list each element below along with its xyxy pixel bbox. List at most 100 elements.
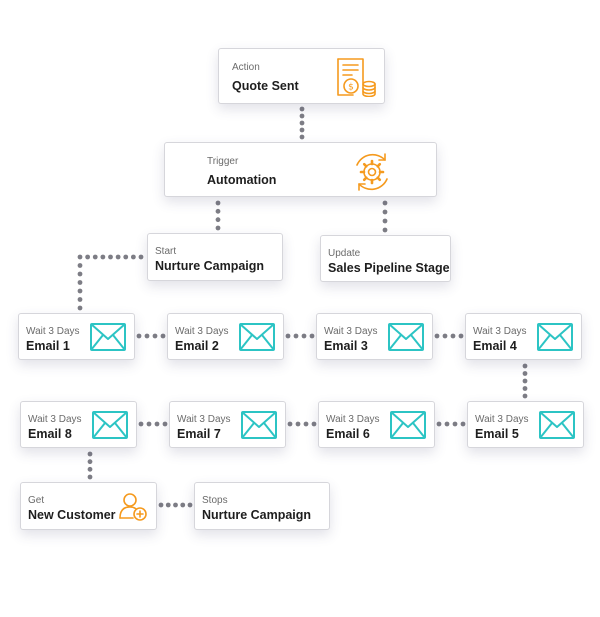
node-label: Wait 3 Days bbox=[326, 414, 380, 425]
invoice-coins-icon: $ bbox=[335, 57, 377, 97]
node-label: Wait 3 Days bbox=[175, 326, 229, 337]
connector-dot bbox=[85, 254, 91, 260]
connector-dot bbox=[522, 363, 528, 369]
connector-dot bbox=[77, 263, 83, 268]
node-label: Wait 3 Days bbox=[26, 326, 80, 337]
connector-dot bbox=[452, 421, 458, 427]
connector-dot bbox=[215, 200, 221, 206]
connector-dot bbox=[215, 217, 221, 223]
connector-dot bbox=[138, 254, 144, 260]
connector-dot bbox=[293, 333, 299, 339]
connector-dot bbox=[100, 254, 106, 260]
connector-dot bbox=[87, 474, 93, 480]
connector-dot bbox=[460, 421, 466, 427]
connector-dot bbox=[115, 254, 121, 260]
envelope-icon bbox=[537, 323, 573, 351]
connector-dot bbox=[299, 113, 305, 119]
connector-dot bbox=[154, 421, 160, 427]
node-stop-nurture-campaign[interactable]: Stops Nurture Campaign bbox=[194, 482, 330, 530]
connector-dot bbox=[87, 459, 93, 465]
node-title: Email 2 bbox=[175, 339, 219, 353]
envelope-icon bbox=[539, 411, 575, 439]
connector-email-4-to-email-5 bbox=[522, 363, 528, 399]
connector-dot bbox=[309, 333, 315, 339]
connector-dot bbox=[450, 333, 456, 339]
node-email-5[interactable]: Wait 3 Days Email 5 bbox=[467, 401, 584, 448]
node-email-8[interactable]: Wait 3 Days Email 8 bbox=[20, 401, 137, 448]
node-title: Email 8 bbox=[28, 427, 72, 441]
connector-dot bbox=[522, 393, 528, 399]
connector-dot bbox=[136, 333, 142, 339]
node-quote-sent[interactable]: Action Quote Sent $ bbox=[218, 48, 385, 104]
connector-dot bbox=[162, 421, 168, 427]
connector-dot bbox=[87, 451, 93, 457]
node-update-sales-pipeline[interactable]: Update Sales Pipeline Stage bbox=[320, 235, 451, 282]
node-label: Wait 3 Days bbox=[177, 414, 231, 425]
connector-dot bbox=[77, 297, 83, 302]
node-label: Trigger bbox=[207, 156, 239, 167]
connector-dot bbox=[382, 209, 388, 215]
node-label: Stops bbox=[202, 495, 228, 506]
connector-email-6-to-email-7 bbox=[287, 421, 317, 427]
connector-dot bbox=[382, 218, 388, 224]
connector-dot bbox=[522, 378, 528, 384]
envelope-icon bbox=[388, 323, 424, 351]
connector-dot bbox=[436, 421, 442, 427]
svg-text:$: $ bbox=[348, 83, 354, 93]
node-email-3[interactable]: Wait 3 Days Email 3 bbox=[316, 313, 433, 360]
connector-dot bbox=[299, 106, 305, 112]
envelope-icon bbox=[92, 411, 128, 439]
connector-dot bbox=[152, 333, 158, 339]
connector-dot bbox=[123, 254, 129, 260]
node-title: Email 1 bbox=[26, 339, 70, 353]
node-email-2[interactable]: Wait 3 Days Email 2 bbox=[167, 313, 284, 360]
node-email-4[interactable]: Wait 3 Days Email 4 bbox=[465, 313, 582, 360]
connector-quote-sent-to-automation bbox=[299, 106, 305, 140]
node-start-nurture-campaign[interactable]: Start Nurture Campaign bbox=[147, 233, 283, 281]
connector-dot bbox=[160, 333, 166, 339]
node-label: Wait 3 Days bbox=[28, 414, 82, 425]
node-title: Email 3 bbox=[324, 339, 368, 353]
connector-dot bbox=[311, 421, 317, 427]
node-get-new-customer[interactable]: Get New Customer bbox=[20, 482, 157, 530]
connector-dot bbox=[299, 134, 305, 140]
connector-dot bbox=[92, 254, 98, 260]
node-title: New Customer bbox=[28, 508, 116, 522]
connector-dot bbox=[180, 502, 186, 508]
connector-email-5-to-email-6 bbox=[436, 421, 466, 427]
connector-dot bbox=[382, 200, 388, 206]
connector-dot bbox=[138, 421, 144, 427]
connector-automation-to-start-nurture bbox=[215, 200, 221, 231]
node-title: Sales Pipeline Stage bbox=[328, 261, 450, 275]
envelope-icon bbox=[239, 323, 275, 351]
connector-automation-to-update-pipeline bbox=[382, 200, 388, 233]
connector-dot bbox=[299, 127, 305, 133]
connector-dot bbox=[187, 502, 193, 508]
connector-start-nurture-to-email-1 bbox=[77, 254, 144, 311]
connector-email-3-to-email-4 bbox=[434, 333, 464, 339]
connector-dot bbox=[173, 502, 178, 508]
connector-dot bbox=[146, 421, 152, 427]
node-title: Email 7 bbox=[177, 427, 221, 441]
connector-dot bbox=[285, 333, 291, 339]
node-email-7[interactable]: Wait 3 Days Email 7 bbox=[169, 401, 286, 448]
connector-dot bbox=[77, 254, 83, 260]
node-label: Update bbox=[328, 248, 361, 259]
node-title: Email 5 bbox=[475, 427, 519, 441]
connector-dot bbox=[522, 371, 528, 376]
connector-email-1-to-email-2 bbox=[136, 333, 166, 339]
connector-dot bbox=[130, 254, 136, 260]
connector-dot bbox=[287, 421, 293, 427]
connector-dot bbox=[458, 333, 464, 339]
node-email-1[interactable]: Wait 3 Days Email 1 bbox=[18, 313, 135, 360]
connector-dot bbox=[87, 466, 93, 472]
node-email-6[interactable]: Wait 3 Days Email 6 bbox=[318, 401, 435, 448]
envelope-icon bbox=[90, 323, 126, 351]
connector-email-7-to-email-8 bbox=[138, 421, 168, 427]
node-automation[interactable]: Trigger Automation bbox=[164, 142, 437, 197]
connector-dot bbox=[108, 254, 113, 260]
node-label: Wait 3 Days bbox=[324, 326, 378, 337]
connector-dot bbox=[382, 227, 388, 233]
node-title: Email 6 bbox=[326, 427, 370, 441]
connector-dot bbox=[522, 386, 528, 391]
